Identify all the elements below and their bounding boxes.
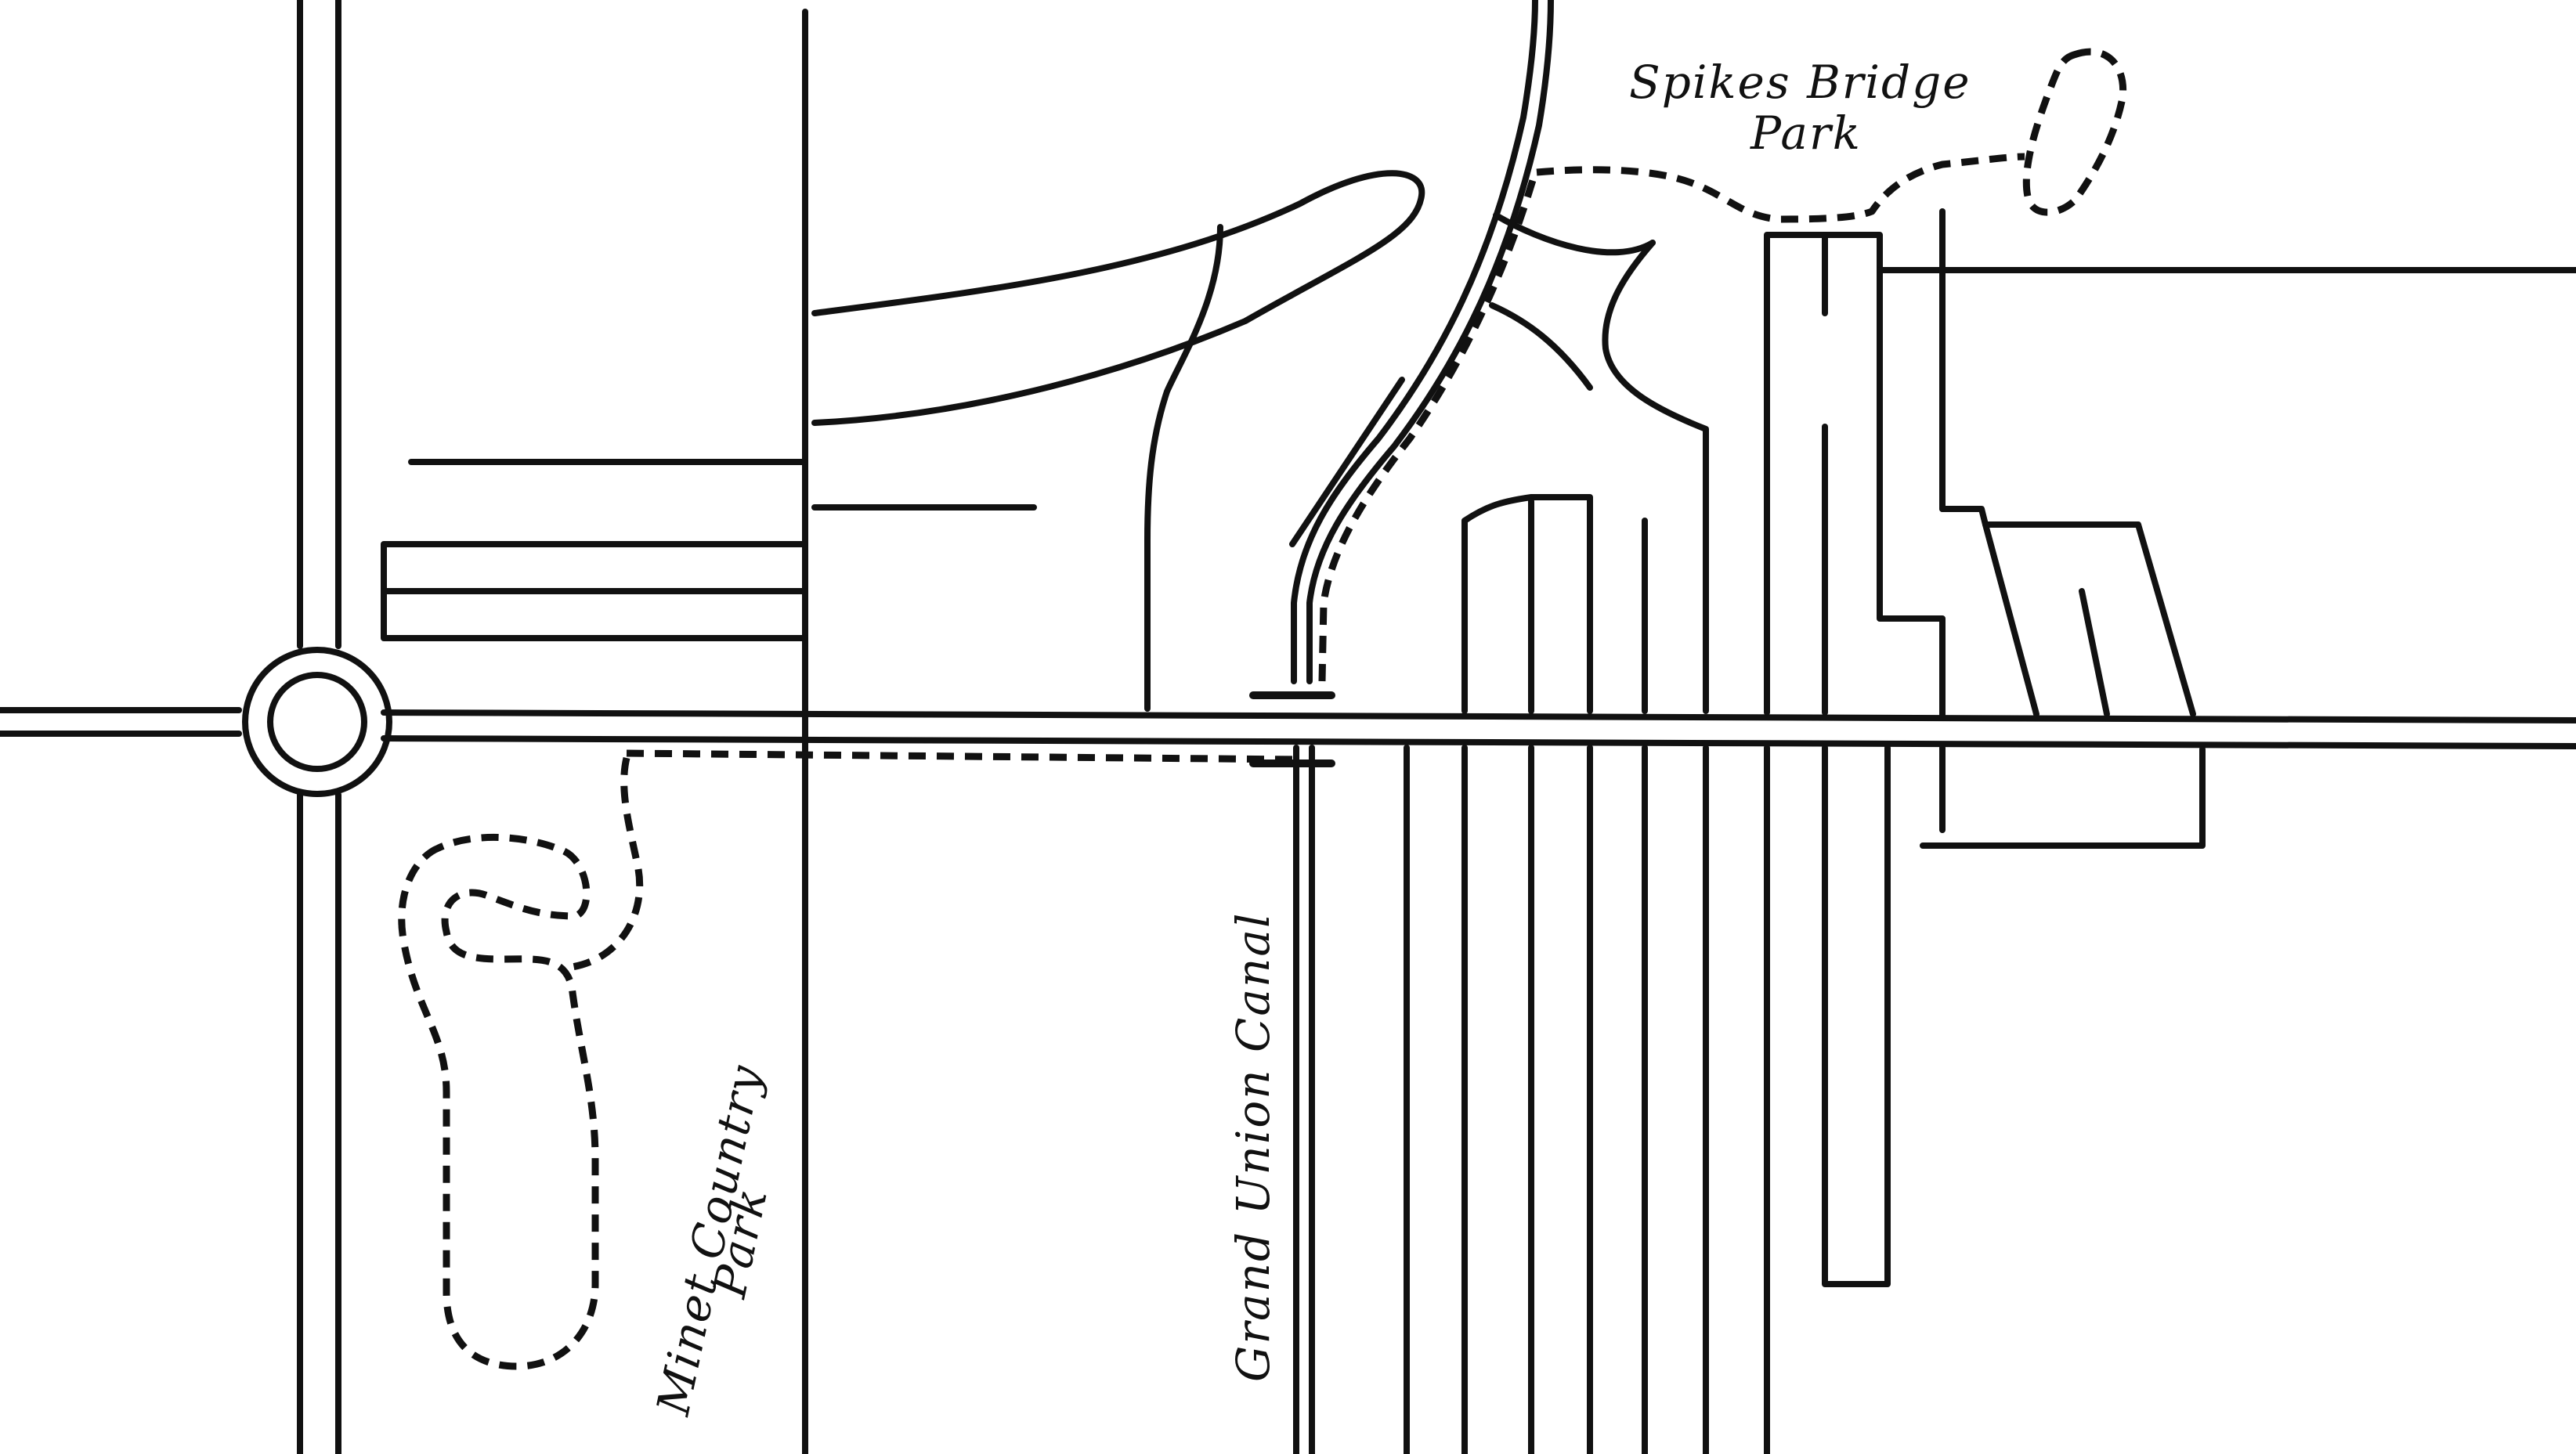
north-south-road: [297, 0, 341, 1454]
west-streets: [381, 459, 808, 641]
roundabout: [242, 647, 392, 797]
footpath-to-spikes-bridge: [1536, 153, 2025, 223]
east-blocks: [1764, 208, 2576, 718]
spikes-bridge-park-boundary: [2022, 48, 2127, 216]
spikes-bridge-park-label: Spikes Bridge: [1629, 56, 1971, 109]
main-road: [0, 707, 2576, 749]
estate-road: [811, 170, 1425, 712]
south-streets: [1404, 745, 2206, 1454]
spikes-bridge-park-label-line2: Park: [1750, 106, 1862, 160]
canal: [1249, 0, 1554, 1454]
footpath-to-minet: [571, 756, 644, 971]
grand-union-canal-label: Grand Union Canal: [1227, 912, 1280, 1383]
minet-country-park-boundary: [398, 833, 599, 1370]
